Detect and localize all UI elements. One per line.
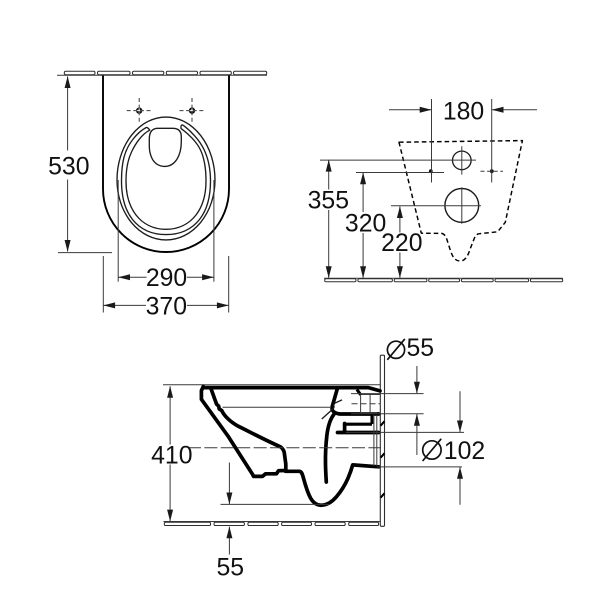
svg-text:410: 410: [151, 442, 192, 469]
svg-text:370: 370: [146, 294, 187, 321]
svg-text:102: 102: [444, 438, 485, 465]
svg-text:55: 55: [407, 335, 435, 362]
svg-text:355: 355: [308, 188, 349, 215]
svg-text:290: 290: [146, 265, 187, 292]
svg-text:530: 530: [48, 153, 89, 180]
svg-text:320: 320: [345, 211, 386, 238]
svg-text:55: 55: [217, 554, 245, 581]
svg-text:180: 180: [443, 98, 484, 125]
svg-text:220: 220: [381, 230, 422, 257]
